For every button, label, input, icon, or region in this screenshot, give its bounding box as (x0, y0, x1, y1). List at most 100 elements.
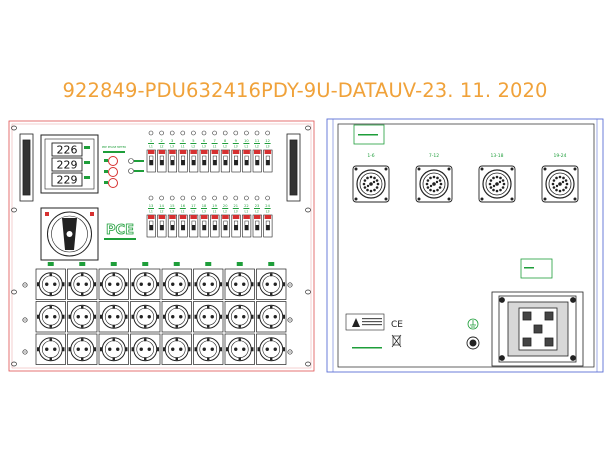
socket-grid (22, 262, 293, 365)
breaker-number: 13 (149, 204, 154, 208)
phase-label: L3 (202, 210, 206, 214)
power-socket (161, 262, 192, 300)
earth-symbol (467, 318, 479, 330)
breaker: 6L3 (199, 130, 209, 173)
rear-panel-frame (326, 118, 604, 373)
breaker-number: 12 (265, 139, 270, 143)
power-socket (130, 333, 161, 365)
power-socket (35, 333, 66, 365)
drawing-title: 922849-PDU632416PDY-9U-DATAUV-23. 11. 20… (62, 79, 548, 102)
phase-label: L3 (202, 145, 206, 149)
breaker-number: 2 (160, 139, 162, 143)
power-socket (256, 301, 287, 333)
multipin-connector: 7-12 (415, 153, 453, 203)
phase-label: L1 (149, 210, 153, 214)
panel-screw (22, 317, 28, 323)
front-handle-left (19, 133, 34, 202)
panel-screw (287, 349, 293, 355)
multipin-connector: 1-6 (352, 153, 390, 203)
breaker-number: 19 (212, 204, 217, 208)
rear-panel-inner-frame (337, 123, 595, 368)
phase-label: L3 (266, 145, 270, 149)
warning-sticker (345, 313, 385, 331)
breaker-number: 7 (213, 139, 215, 143)
breaker: 7L1 (210, 130, 220, 173)
breaker-number: 11 (255, 139, 260, 143)
rear-connectors: 1-6 7-12 13-18 19-24 (352, 153, 579, 203)
front-handle-right (286, 133, 301, 202)
phase-label: L1 (149, 145, 153, 149)
connector-label: 19-24 (553, 153, 566, 159)
phase-label: L1 (244, 210, 248, 214)
breaker-number: 6 (203, 139, 206, 143)
breaker: 8L2 (220, 130, 230, 173)
rack-holes-right (305, 125, 311, 367)
phase-label: L1 (244, 145, 248, 149)
meter-reading-2: 229 (57, 159, 78, 172)
phase-label: L3 (170, 210, 174, 214)
power-socket (193, 301, 224, 333)
breaker-number: 20 (223, 204, 228, 208)
panel-screw (287, 282, 293, 288)
connector-label: 7-12 (429, 153, 439, 159)
power-socket (161, 301, 192, 333)
multipin-connector: 19-24 (541, 153, 579, 203)
power-socket (98, 262, 129, 300)
panel-screw (22, 282, 28, 288)
power-socket (98, 333, 129, 365)
breaker-number: 10 (244, 139, 249, 143)
breaker-number: 14 (159, 204, 164, 208)
breaker-number: 22 (244, 204, 249, 208)
connector-label: 13-18 (490, 153, 503, 159)
phase-label: L3 (266, 210, 270, 214)
phase-label: L2 (191, 210, 195, 214)
meter-reading-1: 226 (57, 144, 78, 157)
phase-meter-note: PRE PHASE METER (102, 145, 126, 149)
power-socket (67, 333, 98, 365)
meter-reading-3: 229 (57, 174, 78, 187)
phase-label: L3 (170, 145, 174, 149)
breaker-number: 24 (265, 204, 270, 208)
panel-screw (287, 317, 293, 323)
phase-label: L1 (213, 210, 217, 214)
breaker-number: 5 (192, 139, 194, 143)
phase-label: L2 (223, 210, 227, 214)
breaker: 2L2 (157, 130, 167, 173)
rear-text-line (352, 347, 382, 349)
phase-label: L2 (160, 210, 164, 214)
power-socket (224, 333, 255, 365)
breaker-number: 4 (182, 139, 185, 143)
power-socket (130, 262, 161, 300)
power-socket (256, 262, 287, 300)
rear-label-plate (353, 124, 385, 145)
rear-small-label (520, 258, 553, 279)
phase-label: L1 (181, 210, 185, 214)
breaker-number: 16 (181, 204, 186, 208)
connector-label: 1-6 (367, 153, 374, 159)
main-switch (40, 207, 99, 261)
power-socket (35, 301, 66, 333)
breaker-number: 9 (235, 139, 238, 143)
power-socket (161, 333, 192, 365)
breaker: 5L2 (189, 130, 199, 173)
breaker-number: 21 (234, 204, 239, 208)
power-socket (130, 301, 161, 333)
power-socket (193, 262, 224, 300)
breaker-number: 23 (255, 204, 260, 208)
voltmeter-panel: 226 229 229 (40, 134, 99, 194)
